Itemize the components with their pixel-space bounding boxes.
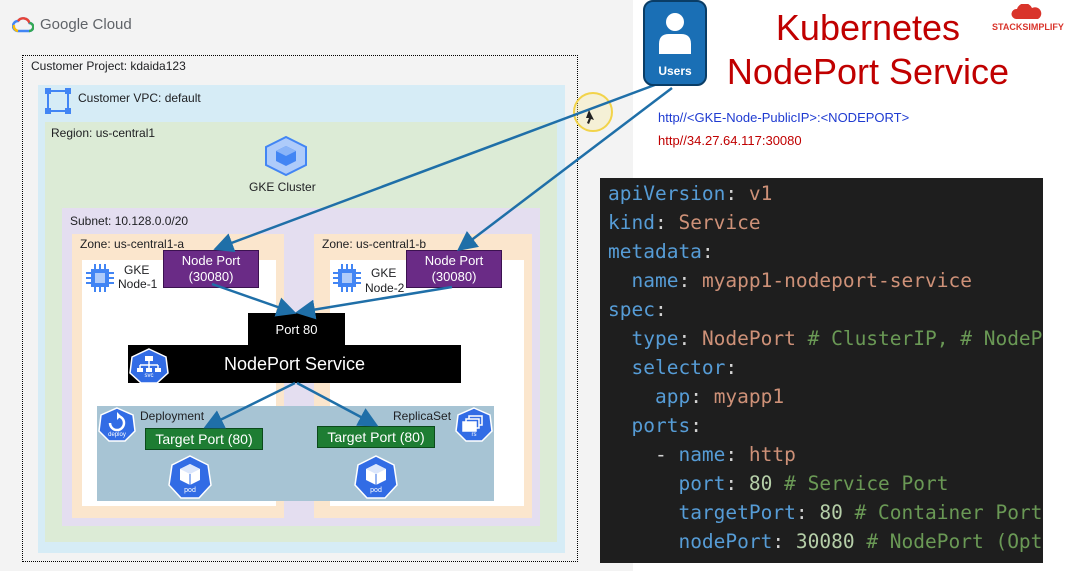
region-label: Region: us-central1: [51, 126, 156, 140]
node-port-1-label: Node Port: [181, 253, 241, 268]
cloud-logo-icon: [1011, 4, 1042, 19]
nodeport1-to-port80-arrow: [211, 282, 297, 317]
node2-name-label: Node-2: [365, 281, 405, 295]
customer-project-box: Customer Project: kdaida123: [22, 55, 578, 562]
chip-icon: [86, 264, 114, 292]
node-port-2-label: Node Port: [424, 253, 484, 268]
port-80-box: Port 80: [248, 313, 345, 345]
page-title: Kubernetes NodePort Service: [718, 6, 1018, 94]
service-icon: svc: [129, 348, 169, 384]
subnet-label: Subnet: 10.128.0.0/20: [70, 214, 189, 228]
title-line-1: Kubernetes: [775, 7, 961, 48]
code-line-3: metadata:: [608, 240, 714, 263]
user-icon: [659, 13, 691, 54]
users-to-nodeport2-arrow: [457, 87, 673, 252]
node2-gke-label: GKE: [371, 266, 397, 280]
target-port-1: Target Port (80): [145, 428, 263, 450]
chip-icon: [333, 264, 361, 292]
code-line-7: selector:: [631, 356, 738, 379]
node1-gke-label: GKE: [124, 263, 150, 277]
logo-stack-text: STACK: [992, 22, 1023, 32]
svc-icon-text: svc: [144, 373, 154, 379]
mouse-pointer-icon: [586, 110, 594, 124]
stacksimplify-logo: STACKSIMPLIFY: [990, 4, 1070, 34]
code-line-9: ports:: [631, 414, 702, 437]
gke-cluster-icon: [265, 136, 307, 176]
pod-icon-text: pod: [184, 487, 196, 494]
node1-name-label: Node-1: [118, 277, 158, 291]
url-example: http//34.27.64.117:30080: [658, 133, 802, 148]
users-label: Users: [658, 64, 692, 78]
nodeport-service-box: NodePort Service: [128, 345, 461, 383]
svc-to-target2-arrow: [296, 381, 379, 427]
code-line-11: port: 80 # Service Port: [678, 472, 949, 495]
users-to-nodeport1-arrow: [213, 78, 669, 253]
zone-a-label: Zone: us-central1-a: [80, 237, 185, 251]
logo-simplify-text: SIMPLIFY: [1022, 22, 1064, 32]
code-line-13: nodePort: 30080 # NodePort (Optional): [678, 530, 1043, 553]
code-line-6: type: NodePort # ClusterIP, # NodePort: [631, 327, 1043, 350]
google-cloud-text: Google Cloud: [40, 16, 132, 33]
pod-icon-text: pod: [370, 487, 382, 494]
url-template: http//<GKE-Node-PublicIP>:<NODEPORT>: [658, 110, 910, 125]
nodeport2-to-port80-arrow: [295, 285, 453, 320]
users-box: Users: [643, 0, 707, 86]
node-port-1-value: (30080): [188, 269, 234, 284]
code-line-1: apiVersion: v1: [608, 182, 773, 205]
gke-cluster-label: GKE Cluster: [249, 180, 316, 194]
deployment-label: Deployment: [140, 409, 205, 423]
code-line-5: spec:: [608, 298, 667, 321]
replicaset-label: ReplicaSet: [393, 409, 452, 423]
google-cloud-logo: Google Cloud: [12, 16, 132, 33]
google-cloud-icon: [12, 16, 34, 32]
replicaset-icon: rs: [455, 407, 493, 443]
code-line-8: app: myapp1: [654, 385, 785, 408]
customer-project-label: Customer Project: kdaida123: [31, 59, 186, 73]
code-line-4: name: myapp1-nodeport-service: [631, 269, 972, 292]
code-line-10: - name: http: [608, 443, 796, 466]
node-port-2-value: (30080): [431, 269, 477, 284]
svc-to-target1-arrow: [203, 381, 296, 429]
title-line-2: NodePort Service: [726, 51, 1010, 92]
pod-icon: pod: [354, 455, 398, 499]
target-port-2: Target Port (80): [317, 426, 435, 448]
deploy-icon-text: deploy: [108, 432, 126, 438]
pod-icon: pod: [168, 455, 212, 499]
workload-area: [97, 406, 494, 501]
cursor-highlight: [573, 92, 613, 132]
nodeport-service-label: NodePort Service: [223, 353, 366, 374]
deployment-icon: deploy: [98, 407, 136, 443]
code-line-12: targetPort: 80 # Container Port: [678, 501, 1043, 524]
code-line-2: kind: Service: [608, 211, 761, 234]
yaml-code-panel: apiVersion: v1 kind: Service metadata: n…: [600, 178, 1043, 563]
node-port-2: Node Port (30080): [406, 250, 502, 288]
vpc-icon: [45, 88, 71, 114]
zone-b-label: Zone: us-central1-b: [322, 237, 427, 251]
node-port-1: Node Port (30080): [163, 250, 259, 288]
rs-icon-text: rs: [471, 432, 477, 438]
vpc-label: Customer VPC: default: [78, 91, 201, 105]
